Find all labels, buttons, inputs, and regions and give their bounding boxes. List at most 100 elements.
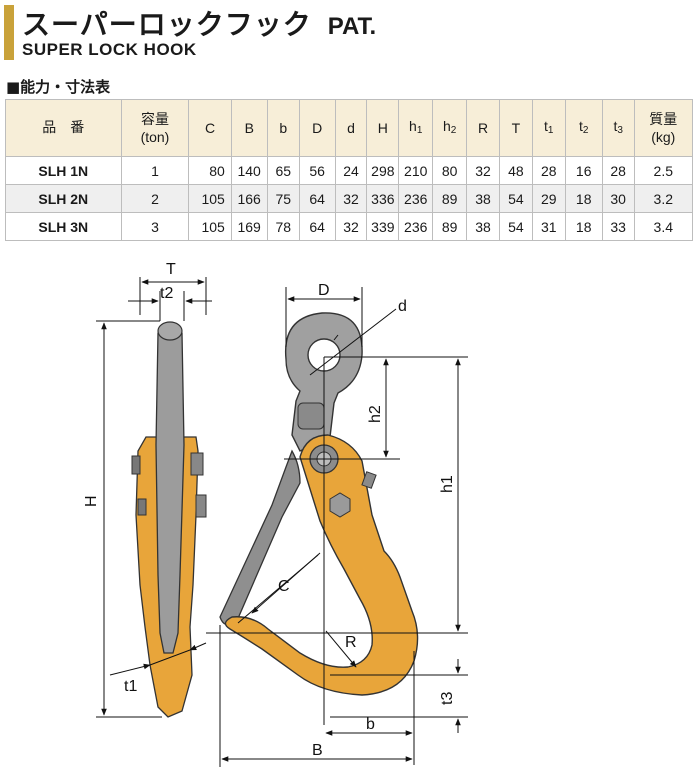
label-h1: h1 bbox=[439, 475, 456, 493]
cell-b: 78 bbox=[266, 212, 300, 241]
cell-model: SLH 2N bbox=[5, 184, 122, 213]
cell-t2: 18 bbox=[564, 212, 603, 241]
col-t1: t1 bbox=[531, 99, 566, 157]
cell-h1: 236 bbox=[398, 184, 434, 213]
cell-H: 298 bbox=[366, 156, 400, 185]
cell-B: 169 bbox=[230, 212, 268, 241]
cell-model: SLH 3N bbox=[5, 212, 122, 241]
cell-b: 65 bbox=[266, 156, 300, 185]
cell-D: 64 bbox=[298, 184, 336, 213]
col-T: T bbox=[498, 99, 533, 157]
cell-h1: 236 bbox=[398, 212, 434, 241]
cell-R: 38 bbox=[466, 184, 500, 213]
col-capacity: 容量(ton) bbox=[120, 99, 190, 157]
side-nut bbox=[190, 452, 204, 476]
col-h2: h2 bbox=[432, 99, 468, 157]
title-accent-bar bbox=[4, 5, 14, 60]
cell-t3: 28 bbox=[601, 156, 635, 185]
col-R: R bbox=[466, 99, 500, 157]
col-D: D bbox=[298, 99, 336, 157]
cell-D: 64 bbox=[298, 212, 336, 241]
label-D: D bbox=[318, 282, 330, 299]
cell-weight: 3.2 bbox=[633, 184, 694, 213]
front-latch-gray bbox=[219, 449, 301, 626]
front-hook-orange bbox=[224, 434, 419, 696]
col-C: C bbox=[188, 99, 232, 157]
cell-H: 336 bbox=[366, 184, 400, 213]
col-d: d bbox=[334, 99, 368, 157]
hook-dimension-drawing: T t2 H t1 D bbox=[83, 261, 468, 767]
col-model: 品 番 bbox=[5, 99, 122, 157]
label-d: d bbox=[398, 298, 407, 315]
cell-h2: 89 bbox=[432, 184, 468, 213]
col-H: H bbox=[366, 99, 400, 157]
col-b: b bbox=[266, 99, 300, 157]
cell-C: 105 bbox=[188, 212, 232, 241]
side-pin-left bbox=[137, 498, 147, 516]
cell-t1: 29 bbox=[531, 184, 566, 213]
section-heading: ■能力・寸法表 bbox=[6, 78, 111, 96]
front-pin bbox=[361, 471, 377, 489]
cell-T: 48 bbox=[498, 156, 533, 185]
cell-T: 54 bbox=[498, 184, 533, 213]
cell-C: 105 bbox=[188, 184, 232, 213]
cell-d: 24 bbox=[334, 156, 368, 185]
cell-capacity: 1 bbox=[120, 156, 190, 185]
col-weight: 質量(kg) bbox=[633, 99, 694, 157]
front-latch-window bbox=[297, 402, 325, 430]
cell-h2: 80 bbox=[432, 156, 468, 185]
side-pin bbox=[195, 494, 207, 518]
cell-t3: 33 bbox=[601, 212, 635, 241]
cell-capacity: 2 bbox=[120, 184, 190, 213]
cell-model: SLH 1N bbox=[5, 156, 122, 185]
cell-d: 32 bbox=[334, 184, 368, 213]
col-h1: h1 bbox=[398, 99, 434, 157]
table-row: SLH 1N 1 80 140 65 56 24 298 210 80 32 4… bbox=[5, 156, 694, 185]
table-row: SLH 2N 2 105 166 75 64 32 336 236 89 38 … bbox=[5, 184, 694, 213]
cell-h2: 89 bbox=[432, 212, 468, 241]
cell-h1: 210 bbox=[398, 156, 434, 185]
label-T: T bbox=[166, 261, 176, 278]
cell-H: 339 bbox=[366, 212, 400, 241]
cell-B: 166 bbox=[230, 184, 268, 213]
spec-table: 品 番 容量(ton) C B b D d H h1 h2 R T t1 t2 … bbox=[5, 99, 694, 241]
label-t2: t2 bbox=[160, 285, 173, 302]
table-header-row: 品 番 容量(ton) C B b D d H h1 h2 R T t1 t2 … bbox=[5, 99, 694, 157]
page-subtitle: SUPER LOCK HOOK bbox=[22, 40, 197, 59]
label-H: H bbox=[83, 495, 100, 507]
page-title: スーパーロックフック PAT. bbox=[22, 3, 376, 43]
label-h2: h2 bbox=[367, 405, 384, 423]
cell-R: 38 bbox=[466, 212, 500, 241]
cell-B: 140 bbox=[230, 156, 268, 185]
cell-D: 56 bbox=[298, 156, 336, 185]
cell-t2: 18 bbox=[564, 184, 603, 213]
label-B: B bbox=[312, 742, 323, 759]
front-view: D d h2 h1 C R t3 b B bbox=[206, 282, 468, 767]
cell-b: 75 bbox=[266, 184, 300, 213]
cell-t1: 31 bbox=[531, 212, 566, 241]
cell-t1: 28 bbox=[531, 156, 566, 185]
front-nut bbox=[329, 492, 351, 518]
cell-C: 80 bbox=[188, 156, 232, 185]
cell-weight: 2.5 bbox=[633, 156, 694, 185]
cell-t2: 16 bbox=[564, 156, 603, 185]
label-C: C bbox=[278, 578, 290, 595]
label-t3: t3 bbox=[439, 692, 456, 705]
col-B: B bbox=[230, 99, 268, 157]
side-top-cap bbox=[157, 321, 183, 341]
patent-label: PAT. bbox=[327, 13, 377, 40]
side-view: T t2 H t1 bbox=[83, 261, 212, 718]
side-bolt-left bbox=[131, 455, 141, 475]
cell-capacity: 3 bbox=[120, 212, 190, 241]
cell-R: 32 bbox=[466, 156, 500, 185]
cell-d: 32 bbox=[334, 212, 368, 241]
label-b: b bbox=[366, 716, 375, 733]
cell-weight: 3.4 bbox=[633, 212, 694, 241]
col-t2: t2 bbox=[564, 99, 603, 157]
title-jp-text: スーパーロックフック bbox=[22, 8, 312, 41]
table-row: SLH 3N 3 105 169 78 64 32 339 236 89 38 … bbox=[5, 212, 694, 241]
cell-T: 54 bbox=[498, 212, 533, 241]
label-R: R bbox=[345, 634, 357, 651]
label-t1: t1 bbox=[124, 678, 137, 695]
cell-t3: 30 bbox=[601, 184, 635, 213]
